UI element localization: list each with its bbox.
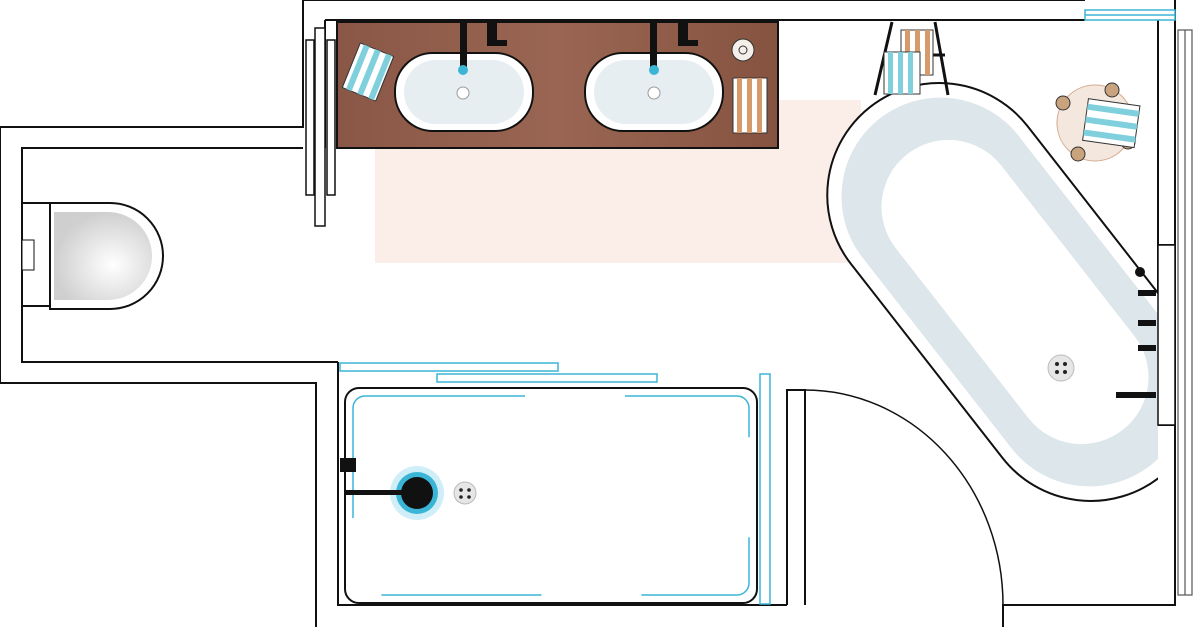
double-vanity — [336, 21, 779, 149]
window-left — [305, 27, 336, 227]
tap-handle-icon — [487, 22, 507, 46]
bath-wall-panel — [1157, 244, 1176, 426]
drain-icon — [647, 86, 661, 100]
shower-valve-icon — [340, 458, 356, 472]
shower-drain-icon — [453, 481, 477, 505]
tap-icon — [460, 22, 467, 70]
tap-handle-icon — [678, 22, 698, 46]
bath-drain-icon — [1047, 354, 1075, 382]
door-swing-arc — [804, 389, 1004, 606]
tap-icon — [650, 22, 657, 70]
towel-vanity-right — [732, 77, 768, 134]
bath-taps-icon — [1116, 267, 1156, 398]
toilet — [21, 202, 164, 310]
drain-icon — [456, 86, 470, 100]
sink-right — [584, 22, 724, 132]
freestanding-bath — [826, 82, 1158, 502]
shower-glass-top-2 — [436, 373, 658, 383]
shower — [339, 362, 771, 605]
shower-tray — [344, 387, 758, 604]
towel-stool — [1082, 98, 1141, 149]
sink-left — [394, 22, 534, 132]
soap-dispenser-icon — [731, 38, 755, 62]
towel-vanity-left — [341, 42, 395, 102]
window-right — [1177, 29, 1193, 596]
towel-ladder — [873, 21, 950, 96]
shower-glass-top-1 — [339, 362, 559, 372]
door[interactable] — [804, 389, 1004, 606]
window-top — [1084, 9, 1176, 21]
stool — [1055, 82, 1141, 162]
shower-glass-side — [759, 373, 771, 605]
